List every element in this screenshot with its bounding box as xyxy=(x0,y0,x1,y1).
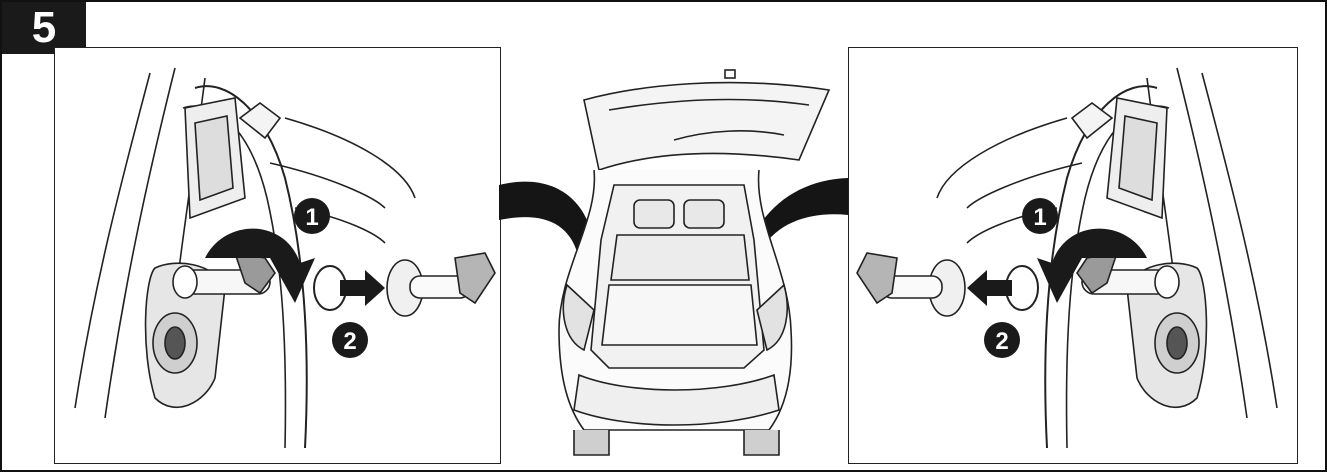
right-detail-panel: 1 2 xyxy=(848,47,1298,464)
step-marker-2: 2 xyxy=(332,322,368,358)
right-door-stop-illustration: 1 2 xyxy=(849,48,1297,463)
svg-text:1: 1 xyxy=(1033,204,1046,231)
step-marker-2: 2 xyxy=(984,322,1020,358)
step-marker-1: 1 xyxy=(294,198,330,234)
svg-text:2: 2 xyxy=(995,328,1008,355)
step-marker-1: 1 xyxy=(1022,198,1058,234)
svg-text:1: 1 xyxy=(305,204,318,231)
svg-text:2: 2 xyxy=(343,328,356,355)
left-door-stop-illustration: 1 2 xyxy=(55,48,500,463)
car-rear-illustration xyxy=(499,50,848,474)
left-detail-panel: 1 2 xyxy=(54,47,501,464)
